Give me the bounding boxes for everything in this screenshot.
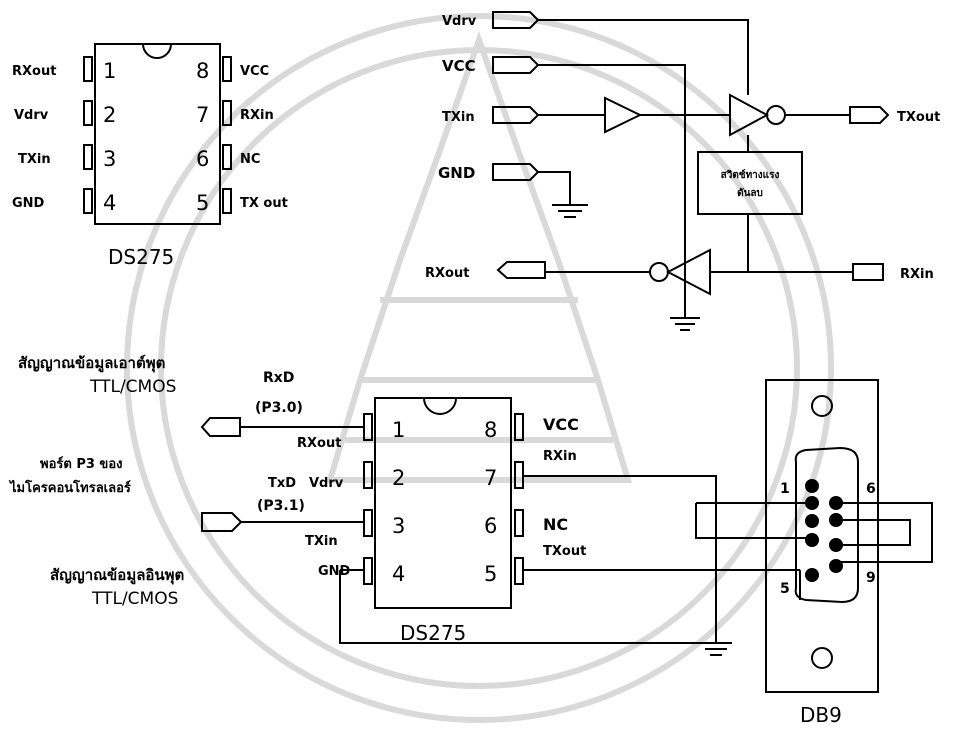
db9-pin5-label: 5 bbox=[780, 581, 790, 597]
output-signal-title: สัญญาณข้อมูลเอาต์พุต bbox=[18, 354, 165, 373]
output-signal-sub: TTL/CMOS bbox=[89, 377, 176, 397]
top-schematic-wires bbox=[492, 11, 890, 331]
db9-pin6-label: 6 bbox=[866, 481, 876, 497]
db9-pin1-label: 1 bbox=[780, 481, 790, 497]
sch-label-rxin: RXin bbox=[900, 267, 934, 282]
bottom-left-wires bbox=[200, 417, 800, 644]
watermark-emblem bbox=[124, 13, 834, 723]
bottom-chip-label-gnd: GND bbox=[318, 564, 351, 579]
top-chip-label-rxin: RXin bbox=[240, 108, 274, 123]
bottom-chip-label-rxin: RXin bbox=[543, 449, 577, 464]
top-chip-label-rxout: RXout bbox=[12, 64, 56, 79]
bottom-chip-title: DS275 bbox=[400, 621, 466, 645]
bottom-chip-pin-num-4: 4 bbox=[392, 562, 405, 586]
rxd-label: RxD bbox=[263, 370, 294, 386]
top-chip bbox=[83, 43, 232, 225]
top-chip-label-nc: NC bbox=[240, 152, 260, 167]
top-chip-pin-num-8: 8 bbox=[196, 59, 209, 83]
port-line1: พอร์ต P3 ของ bbox=[40, 456, 122, 472]
input-signal-title: สัญญาณข้อมูลอินพุต bbox=[50, 566, 184, 585]
sch-label-txout: TXout bbox=[897, 110, 940, 125]
sch-label-gnd: GND bbox=[438, 164, 475, 182]
bottom-chip-pin-num-1: 1 bbox=[392, 418, 405, 442]
sch-block-line1: สวิตช์ทางแรง bbox=[721, 169, 780, 181]
top-chip-label-gnd: GND bbox=[12, 196, 45, 211]
bottom-chip-pin-num-7: 7 bbox=[484, 466, 497, 490]
db9-title: DB9 bbox=[800, 703, 842, 727]
top-chip-pin-num-5: 5 bbox=[196, 191, 209, 215]
top-chip-pin-num-2: 2 bbox=[103, 103, 116, 127]
sch-label-rxout: RXout bbox=[425, 266, 469, 281]
bottom-ground-symbol bbox=[700, 632, 732, 656]
sch-label-vcc: VCC bbox=[442, 57, 476, 75]
db9-connector bbox=[695, 379, 933, 693]
p31-label: (P3.1) bbox=[257, 498, 305, 514]
bottom-chip-pin-num-5: 5 bbox=[484, 562, 497, 586]
bottom-chip-label-vcc: VCC bbox=[543, 415, 579, 434]
top-chip-pin-num-3: 3 bbox=[103, 147, 116, 171]
bottom-chip bbox=[363, 397, 524, 609]
db9-pins bbox=[805, 479, 843, 582]
top-chip-title: DS275 bbox=[108, 245, 174, 269]
top-chip-label-vdrv: Vdrv bbox=[14, 108, 49, 123]
bottom-chip-pin-num-3: 3 bbox=[392, 514, 405, 538]
bottom-chip-label-txin: TXin bbox=[305, 534, 338, 549]
sch-block-line2: ดันลบ bbox=[737, 187, 763, 199]
port-line2: ไมโครคอนโทรลเลอร์ bbox=[8, 479, 131, 496]
top-chip-pin-num-7: 7 bbox=[196, 103, 209, 127]
sch-label-txin: TXin bbox=[442, 110, 475, 125]
top-chip-pin-num-4: 4 bbox=[103, 191, 116, 215]
bottom-chip-pin-num-6: 6 bbox=[484, 514, 497, 538]
bottom-chip-label-txout: TXout bbox=[543, 544, 586, 559]
bottom-chip-label-vdrv: Vdrv bbox=[309, 476, 344, 491]
top-chip-label-txout: TX out bbox=[240, 196, 288, 211]
bottom-chip-label-rxout: RXout bbox=[297, 436, 341, 451]
top-chip-label-vcc: VCC bbox=[240, 64, 269, 79]
p30-label: (P3.0) bbox=[255, 400, 303, 416]
top-chip-pin-num-1: 1 bbox=[103, 59, 116, 83]
top-chip-label-txin: TXin bbox=[18, 152, 51, 167]
sch-label-vdrv: Vdrv bbox=[442, 14, 477, 29]
bottom-chip-label-nc: NC bbox=[543, 515, 568, 534]
bottom-chip-pin-num-8: 8 bbox=[484, 418, 497, 442]
db9-pin9-label: 9 bbox=[866, 570, 876, 586]
input-signal-sub: TTL/CMOS bbox=[91, 589, 178, 609]
top-chip-pin-num-6: 6 bbox=[196, 147, 209, 171]
bottom-chip-pin-num-2: 2 bbox=[392, 466, 405, 490]
txd-label: TxD bbox=[268, 476, 296, 491]
